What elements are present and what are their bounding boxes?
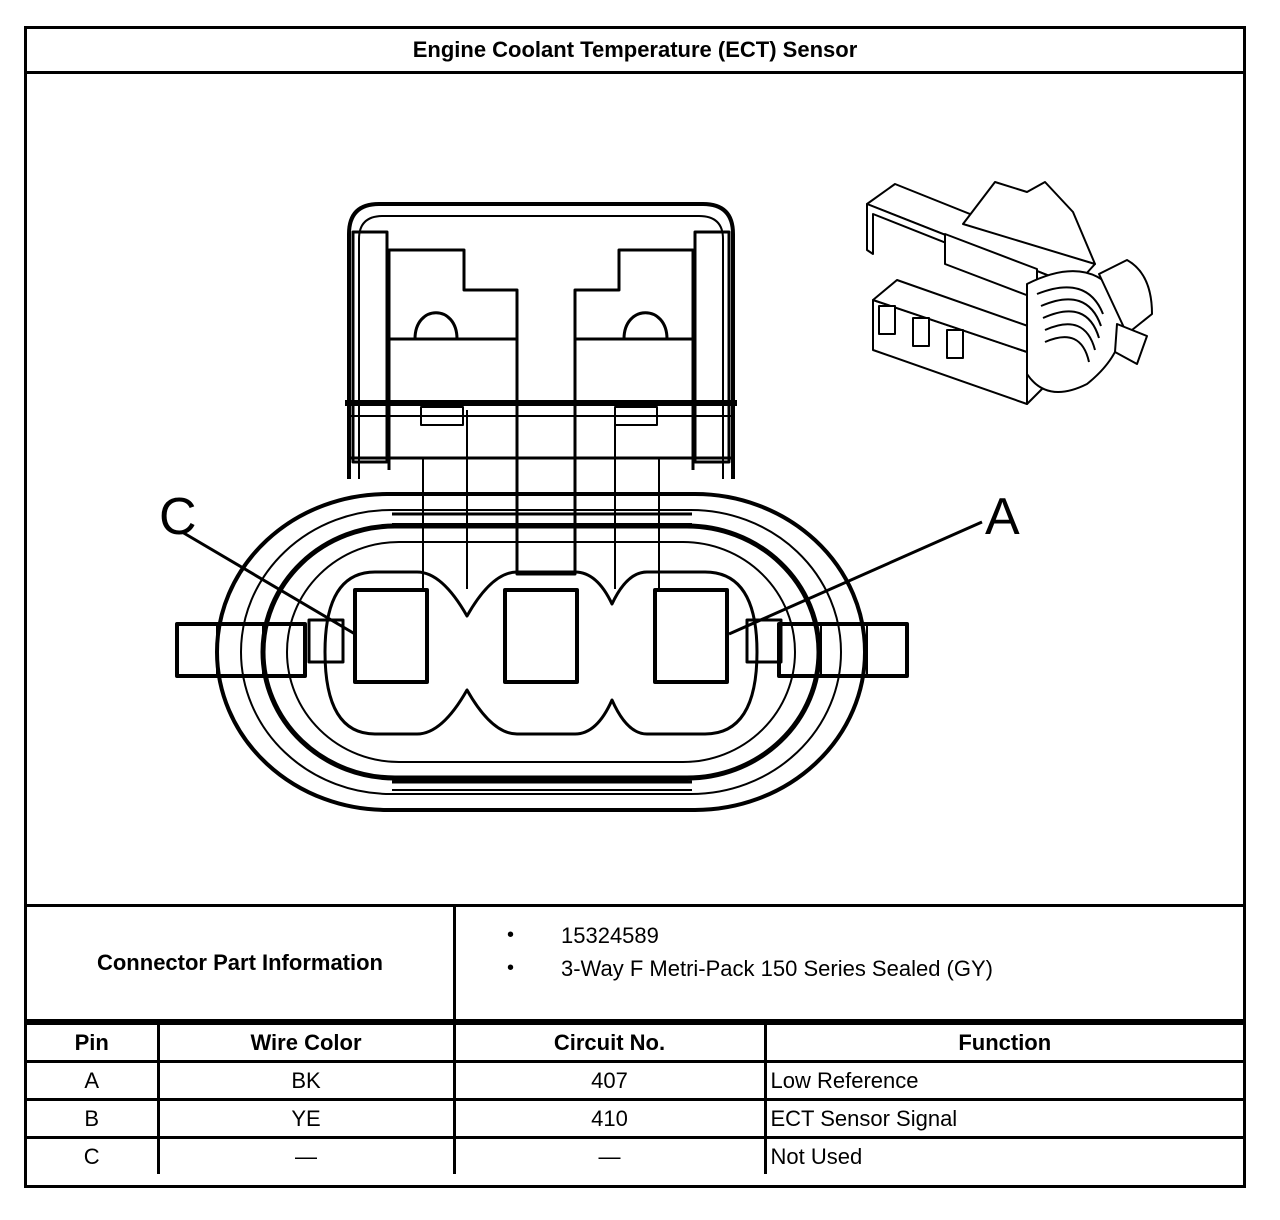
part-number: 15324589 [561,922,659,948]
page-title: Engine Coolant Temperature (ECT) Sensor [27,29,1243,74]
connector-isometric-view [866,181,1153,405]
pin-label-a: A [985,488,1020,546]
connector-part-information: Connector Part Information • 15324589 • … [27,904,1243,1022]
part-info-label: Connector Part Information [27,907,456,1019]
table-row: A BK 407 Low Reference [27,1060,1243,1101]
pin-table: Pin Wire Color Circuit No. Function A BK… [27,1022,1243,1174]
connector-latch-housing [345,202,737,589]
connector-description: 3-Way F Metri-Pack 150 Series Sealed (GY… [561,955,993,981]
cell-pin: B [27,1098,160,1139]
part-info-item: • 15324589 [507,919,993,952]
bullet-icon: • [507,957,515,979]
pin-cavity-b [503,588,579,684]
table-row: B YE 410 ECT Sensor Signal [27,1098,1243,1139]
header-wire-color: Wire Color [156,1022,456,1063]
part-info-list: • 15324589 • 3-Way F Metri-Pack 150 Seri… [507,919,993,985]
cell-circuit-no: 410 [452,1098,767,1139]
table-row: C — — Not Used [27,1136,1243,1174]
cell-wire-color: — [156,1136,456,1174]
diagram-frame: Engine Coolant Temperature (ECT) Sensor [24,26,1246,1188]
pin-cavity-a [653,588,729,684]
header-pin: Pin [27,1022,160,1063]
cell-wire-color: YE [156,1098,456,1139]
part-info-item: • 3-Way F Metri-Pack 150 Series Sealed (… [507,952,993,985]
cell-function: Low Reference [763,1060,1243,1101]
leader-line-c [181,530,356,636]
connector-diagram: C A [159,181,1153,812]
cell-pin: A [27,1060,160,1101]
cell-function: ECT Sensor Signal [763,1098,1243,1139]
cell-wire-color: BK [156,1060,456,1101]
header-function: Function [763,1022,1243,1063]
connector-face [215,492,867,812]
table-header-row: Pin Wire Color Circuit No. Function [27,1022,1243,1063]
cell-circuit-no: 407 [452,1060,767,1101]
cell-pin: C [27,1136,160,1174]
leader-line-a [728,520,983,636]
cell-circuit-no: — [452,1136,767,1174]
pin-label-c: C [159,488,197,546]
bullet-icon: • [507,924,515,946]
pin-cavity-c [353,588,429,684]
cell-function: Not Used [763,1136,1243,1174]
header-circuit-no: Circuit No. [452,1022,767,1063]
